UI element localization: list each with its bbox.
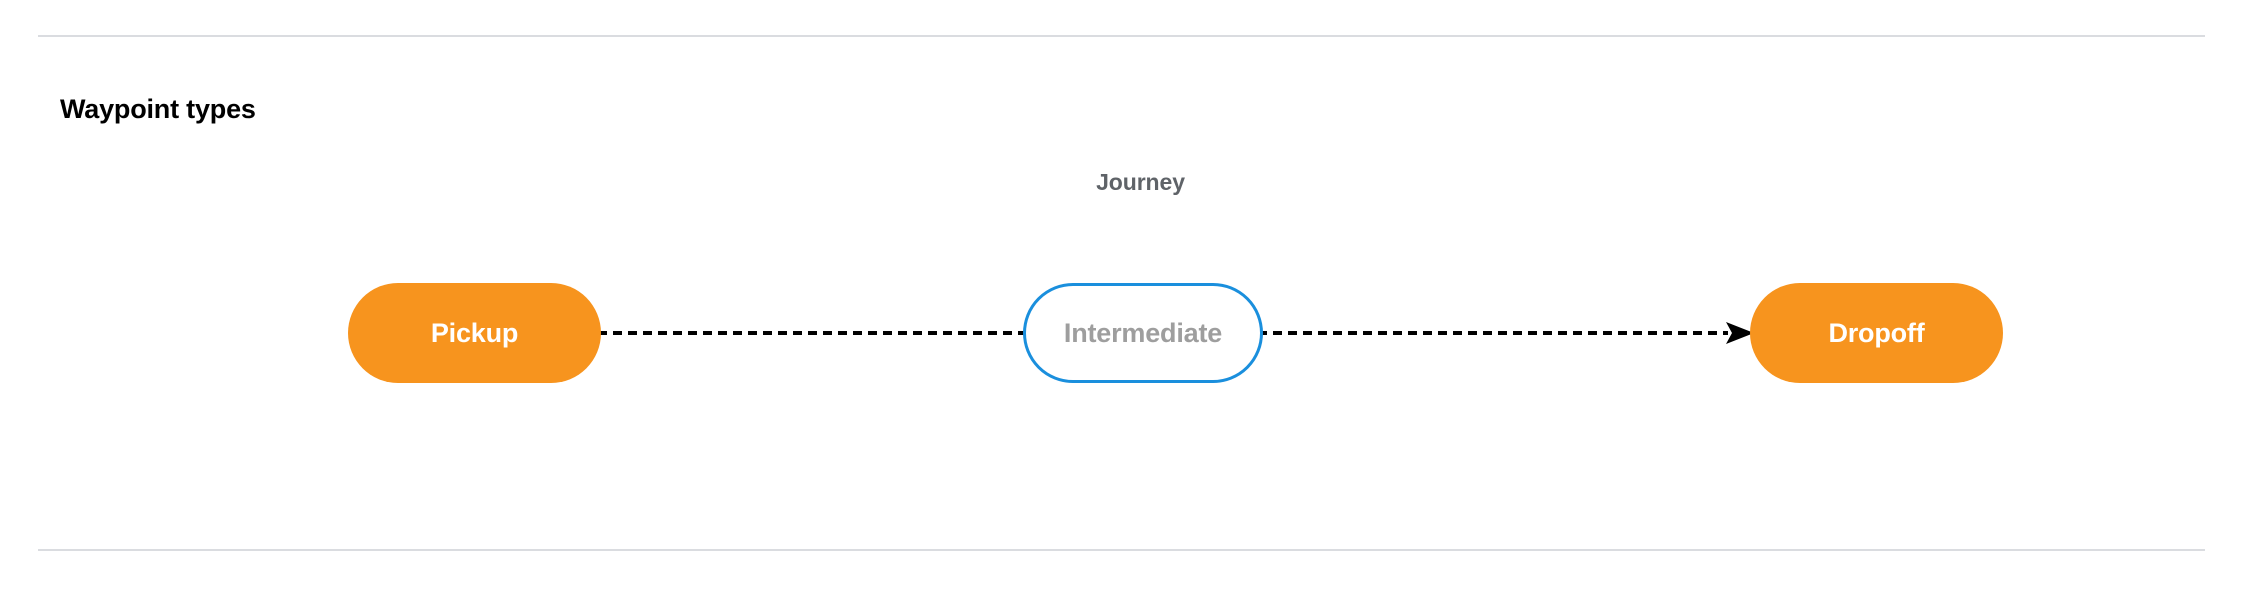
connector-intermediate-to-dropoff-line <box>1258 322 1754 344</box>
journey-caption: Journey <box>0 169 2245 196</box>
connector-pickup-to-intermediate-line <box>598 331 1026 335</box>
connector-pickup-to-intermediate <box>598 318 1028 348</box>
waypoint-node-pickup-label: Pickup <box>430 317 519 348</box>
waypoint-node-intermediate[interactable]: Intermediate <box>1023 283 1263 383</box>
waypoint-node-dropoff[interactable]: Dropoff <box>1750 283 2003 383</box>
section-divider-bottom <box>38 549 2205 551</box>
waypoint-node-dropoff-label: Dropoff <box>1828 317 1925 348</box>
waypoint-node-pickup[interactable]: Pickup <box>348 283 601 383</box>
journey-caption-label: Journey <box>1096 169 1185 195</box>
arrowhead-icon <box>1726 322 1754 344</box>
waypoint-node-intermediate-label: Intermediate <box>1063 317 1223 348</box>
connector-intermediate-to-dropoff <box>1258 318 1758 348</box>
section-divider-top <box>38 35 2205 37</box>
page-title: Waypoint types <box>60 94 256 125</box>
